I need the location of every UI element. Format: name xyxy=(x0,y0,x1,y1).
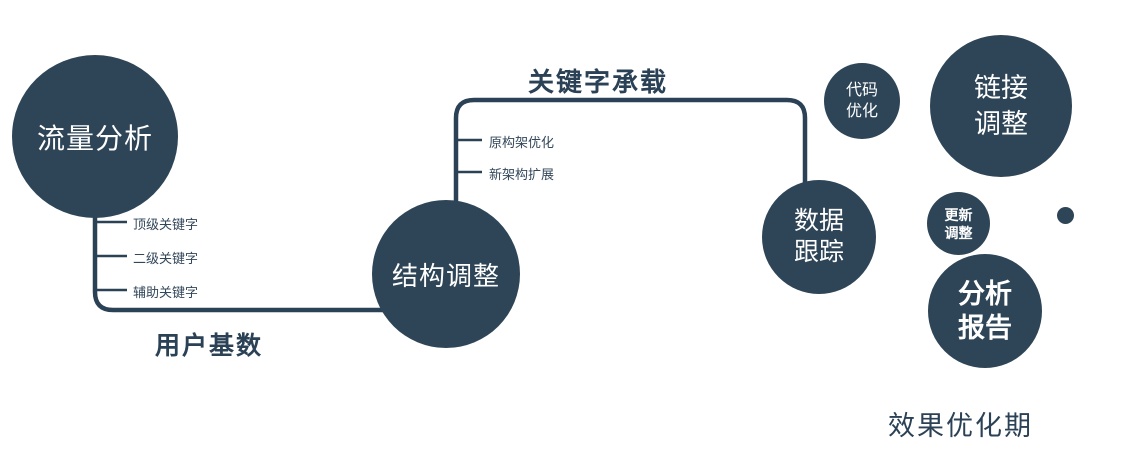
node-data-tracking-line2: 跟踪 xyxy=(793,238,844,266)
node-data-tracking: 数据 跟踪 xyxy=(762,180,876,294)
branch-label-original-framework: 原构架优化 xyxy=(489,135,555,150)
branch-label-new-framework: 新架构扩展 xyxy=(489,167,555,182)
branch-label-auxiliary-keywords: 辅助关键字 xyxy=(133,285,199,300)
node-traffic-analysis-label: 流量分析 xyxy=(36,122,153,154)
node-update-adjustment-line2: 调整 xyxy=(944,224,973,241)
node-analysis-report-line1: 分析 xyxy=(958,279,1012,309)
branch-label-second-keywords: 二级关键字 xyxy=(133,251,199,266)
node-analysis-report: 分析 报告 xyxy=(928,254,1042,368)
node-structure-adjustment: 结构调整 xyxy=(372,200,520,348)
node-link-adjustment-line1: 链接 xyxy=(974,73,1028,103)
node-analysis-report-line2: 报告 xyxy=(958,313,1012,343)
caption-effect-optimization-period: 效果优化期 xyxy=(888,411,1033,441)
node-structure-adjustment-label: 结构调整 xyxy=(391,260,500,291)
node-code-optimization-line1: 代码 xyxy=(845,82,878,99)
node-update-adjustment: 更新 调整 xyxy=(927,192,990,255)
edge-label-keyword-carry: 关键字承载 xyxy=(528,67,669,97)
bullet-dot-node xyxy=(1057,207,1074,224)
node-link-adjustment-line2: 调整 xyxy=(974,109,1028,139)
node-link-adjustment: 链接 调整 xyxy=(930,35,1072,177)
node-traffic-analysis: 流量分析 xyxy=(12,55,178,218)
connector-structure-to-tracking xyxy=(453,97,808,220)
edge-label-user-base: 用户基数 xyxy=(155,332,264,360)
node-data-tracking-line1: 数据 xyxy=(793,207,844,235)
node-code-optimization: 代码 优化 xyxy=(824,63,900,139)
branch-label-top-keywords: 顶级关键字 xyxy=(133,217,199,232)
node-update-adjustment-line1: 更新 xyxy=(944,206,973,223)
node-code-optimization-line2: 优化 xyxy=(845,103,878,120)
